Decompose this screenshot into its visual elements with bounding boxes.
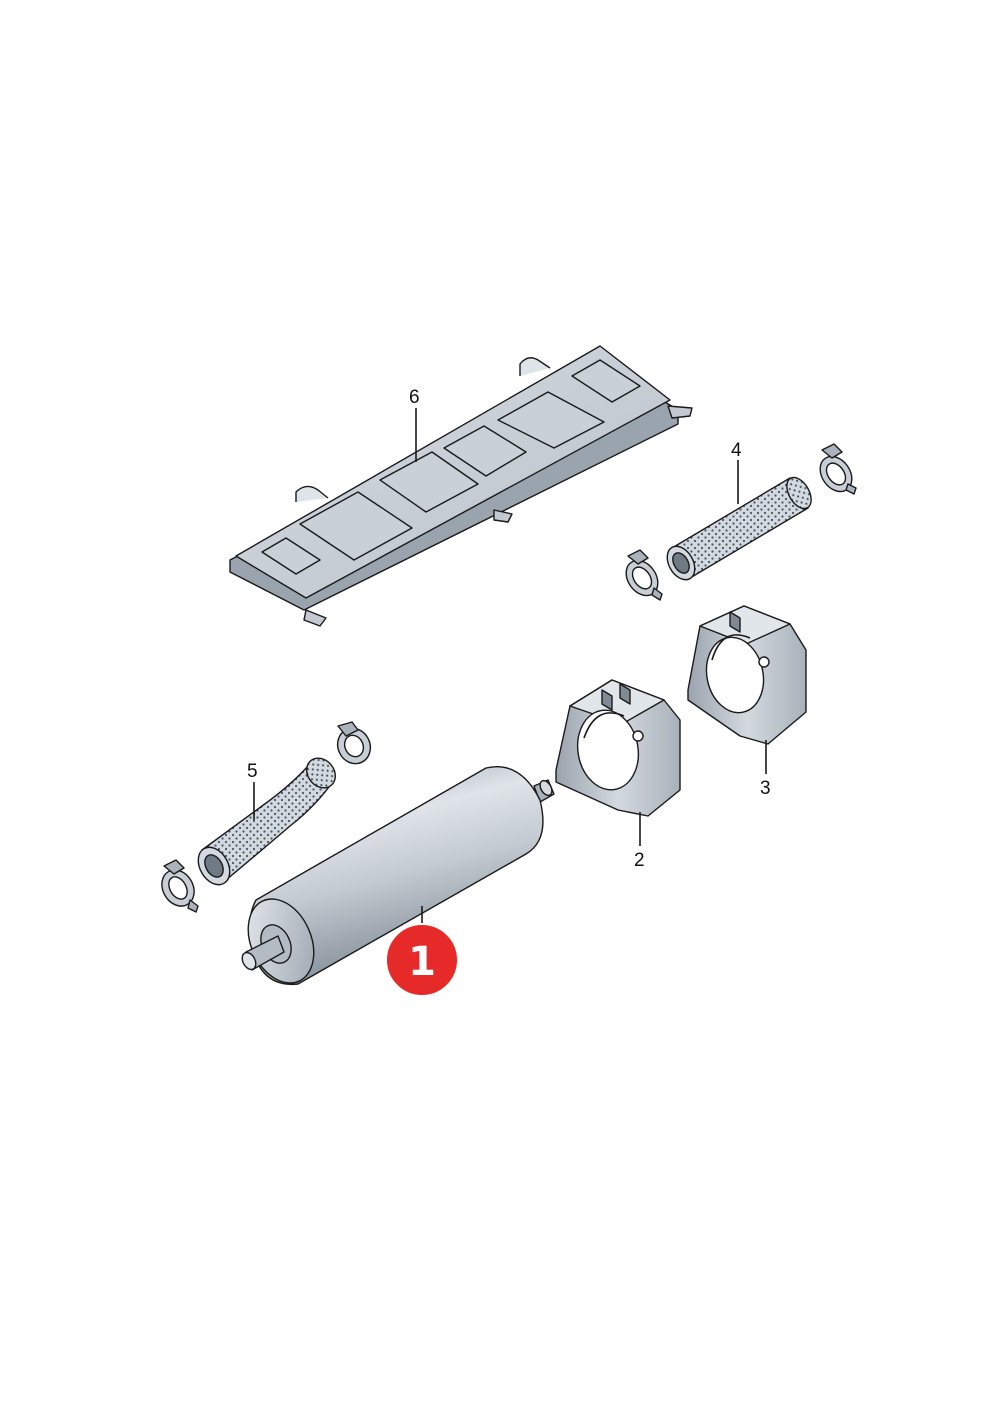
hose-clamp-lower-left-4	[625, 549, 663, 601]
highlight-badge: 1	[385, 923, 459, 997]
hose-clamp-upper-5	[336, 721, 372, 765]
hose-straight	[666, 476, 812, 581]
badge-circle	[385, 923, 459, 997]
hose-clamp-upper-right	[819, 443, 857, 495]
hose-bent	[197, 757, 337, 886]
hose-clamp-lower-5	[161, 859, 199, 913]
bracket-small	[555, 679, 681, 817]
badge-label: 1	[408, 939, 436, 985]
fuel-filter	[241, 766, 555, 986]
cover-plate	[229, 345, 693, 627]
callout-2: 2	[634, 850, 645, 871]
bracket-large	[687, 605, 807, 745]
callout-5: 5	[247, 761, 258, 782]
callout-3: 3	[760, 778, 771, 799]
callout-4: 4	[731, 440, 742, 461]
callout-6: 6	[409, 387, 420, 408]
